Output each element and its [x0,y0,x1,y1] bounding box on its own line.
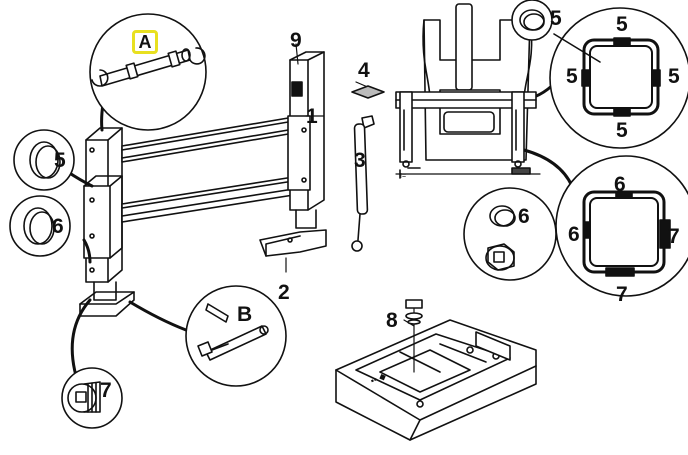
gas-strut [351,115,375,252]
detail-b-bolt [185,285,287,387]
detail-6-cap [9,195,71,257]
label-1: 1 [306,105,318,128]
label-5-section-bottom: 5 [616,119,628,142]
label-6-left: 6 [52,215,64,238]
label-5-section-left: 5 [566,65,578,88]
label-3: 3 [354,149,366,172]
label-6-section-left: 6 [568,223,580,246]
label-7-section-right: 7 [668,225,680,248]
section-5 [511,0,688,149]
label-5-cap: 5 [550,7,562,30]
ladder-frame [79,51,327,317]
callout-a-label: A [132,30,158,54]
label-6-section-top: 6 [614,173,626,196]
label-5-section-right: 5 [668,65,680,88]
detail-a-pin [89,13,207,131]
base-plate: ▪▪ ◆ [335,299,537,441]
svg-text:I=: I= [400,173,406,180]
detail-5-cap [13,129,75,191]
label-6-cap: 6 [518,205,530,228]
label-5-section-top: 5 [616,13,628,36]
section-6-7 [463,155,688,297]
label-4: 4 [358,59,370,82]
rubber-pad [351,85,385,99]
label-5-left: 5 [54,149,66,172]
label-7-section-bottom: 7 [616,283,628,306]
label-8: 8 [386,309,398,332]
label-9: 9 [290,29,302,52]
machine-top-view: I= [395,3,541,180]
label-7-left: 7 [100,379,112,402]
label-2: 2 [278,281,290,304]
detail-7-plug [61,367,123,429]
callout-b-label: B [237,303,253,326]
